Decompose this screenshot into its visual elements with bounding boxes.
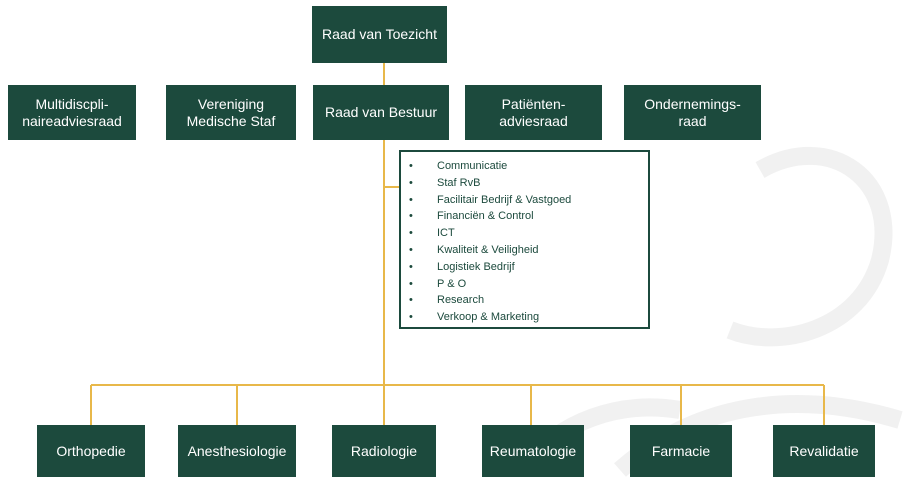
box-revalidatie: Revalidatie [773, 425, 875, 477]
staff-item: •Kwaliteit & Veiligheid [409, 242, 648, 259]
staff-departments-list: •Communicatie •Staf RvB •Facilitair Bedr… [401, 152, 648, 326]
bullet-icon: • [409, 260, 413, 273]
staff-item: •Financiën & Control [409, 208, 648, 225]
bullet-icon: • [409, 160, 413, 172]
box-radiologie: Radiologie [332, 425, 436, 477]
staff-item: •Logistiek Bedrijf [409, 259, 648, 276]
staff-item: •Communicatie [409, 158, 648, 175]
staff-item: •Verkoop & Marketing [409, 309, 648, 326]
bullet-icon: • [409, 176, 413, 189]
bullet-icon: • [409, 210, 413, 223]
box-vereniging-medische-staf: Vereniging Medische Staf [166, 85, 296, 140]
bullet-icon: • [409, 193, 413, 206]
staff-item: •Staf RvB [409, 175, 648, 192]
box-farmacie: Farmacie [630, 425, 732, 477]
bullet-icon: • [409, 227, 413, 240]
staff-item: •Research [409, 292, 648, 309]
staff-item: •P & O [409, 276, 648, 293]
bullet-icon: • [409, 243, 413, 256]
box-raad-van-toezicht: Raad van Toezicht [312, 6, 447, 63]
bullet-icon: • [409, 311, 413, 324]
box-raad-van-bestuur: Raad van Bestuur [313, 85, 449, 140]
box-orthopedie: Orthopedie [37, 425, 145, 477]
box-reumatologie: Reumatologie [482, 425, 584, 477]
box-patienten-adviesraad: Patiënten- adviesraad [465, 85, 602, 140]
box-anesthesiologie: Anesthesiologie [178, 425, 296, 477]
box-multidisciplinaire-adviesraad: Multidiscpli- naireadviesraad [8, 85, 136, 140]
bullet-icon: • [409, 294, 413, 307]
staff-item: •ICT [409, 225, 648, 242]
staff-departments-panel: •Communicatie •Staf RvB •Facilitair Bedr… [399, 150, 650, 329]
bullet-icon: • [409, 277, 413, 290]
box-ondernemingsraad: Ondernemings- raad [624, 85, 761, 140]
staff-item: •Facilitair Bedrijf & Vastgoed [409, 192, 648, 209]
